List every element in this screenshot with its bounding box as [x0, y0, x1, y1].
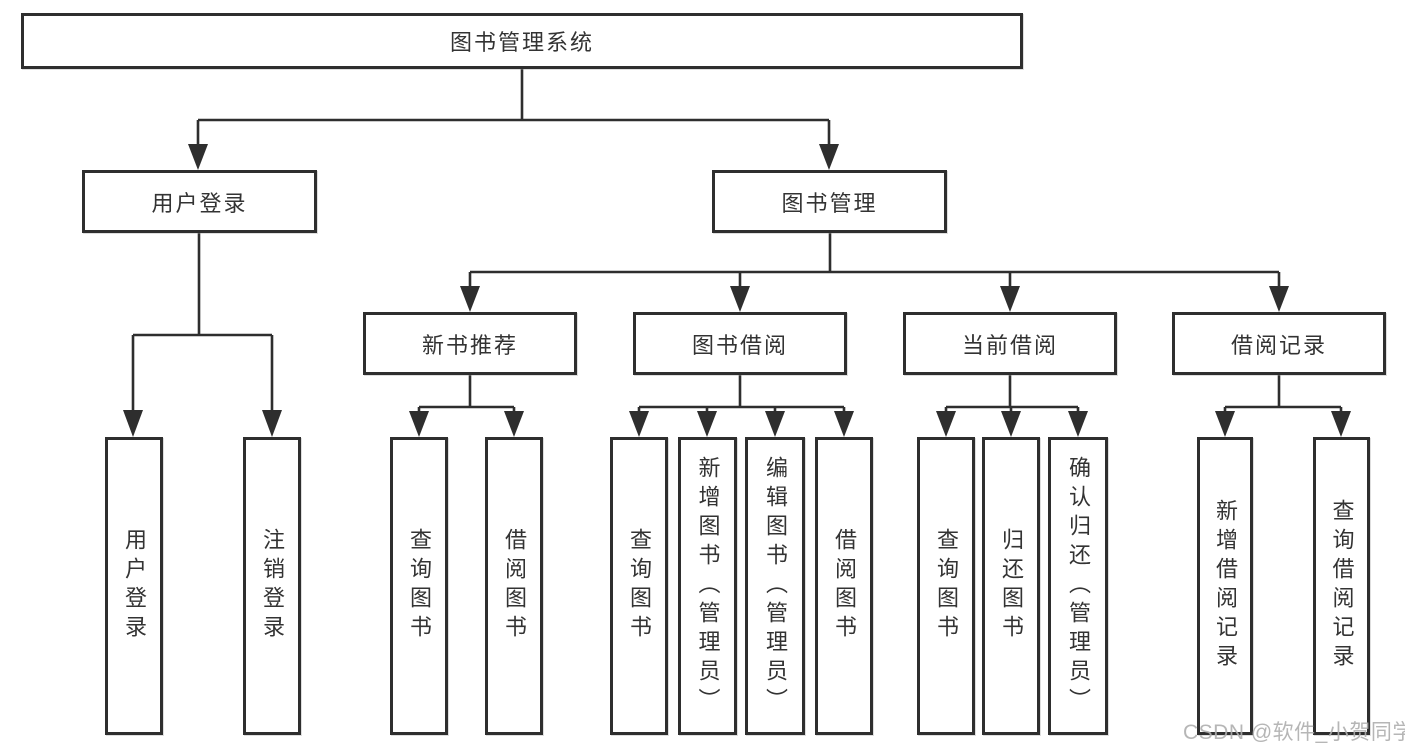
- leaf-records-add-record-label: 新增借阅记录: [1213, 499, 1238, 673]
- connector-login-to-leaves: [131, 233, 274, 413]
- connector-recommend-to-leaves: [417, 375, 516, 414]
- node-borrowing-records-label: 借阅记录: [1230, 332, 1327, 358]
- node-root-system: 图书管理系统: [21, 13, 1023, 69]
- leaf-borrow-edit-books-admin: 编辑图书（管理员）: [745, 437, 805, 735]
- leaf-current-query-books: 查询图书: [917, 437, 975, 735]
- leaf-recommend-borrow-books-label: 借阅图书: [502, 528, 527, 644]
- leaf-recommend-borrow-books: 借阅图书: [485, 437, 543, 735]
- leaf-current-confirm-return-admin: 确认归还（管理员）: [1048, 437, 1108, 735]
- leaf-recommend-query-books: 查询图书: [390, 437, 448, 735]
- node-book-management-label: 图书管理: [781, 190, 878, 216]
- leaf-logout-label: 注销登录: [260, 528, 285, 644]
- leaf-recommend-query-books-label: 查询图书: [407, 528, 432, 644]
- node-user-login: 用户登录: [82, 170, 317, 233]
- leaf-current-confirm-return-admin-label: 确认归还（管理员）: [1066, 455, 1091, 717]
- connector-records-to-leaves: [1223, 375, 1343, 414]
- leaf-records-add-record: 新增借阅记录: [1197, 437, 1253, 735]
- leaf-user-login: 用户登录: [105, 437, 163, 735]
- node-book-management: 图书管理: [712, 170, 947, 233]
- leaf-borrow-borrow-books-label: 借阅图书: [832, 528, 857, 644]
- leaf-borrow-edit-books-admin-label: 编辑图书（管理员）: [763, 455, 788, 717]
- leaf-borrow-borrow-books: 借阅图书: [815, 437, 873, 735]
- leaf-borrow-add-books-admin-label: 新增图书（管理员）: [695, 455, 721, 717]
- node-current-borrowing-label: 当前借阅: [961, 332, 1058, 358]
- leaf-borrow-query-books: 查询图书: [610, 437, 668, 735]
- leaf-records-query-record-label: 查询借阅记录: [1329, 499, 1355, 673]
- connector-borrow-to-leaves: [637, 375, 846, 414]
- leaf-logout: 注销登录: [243, 437, 301, 735]
- connector-manage-to-level3: [468, 233, 1281, 288]
- node-book-borrowing-label: 图书借阅: [691, 332, 788, 358]
- node-new-book-recommend: 新书推荐: [363, 312, 577, 375]
- node-book-borrowing: 图书借阅: [633, 312, 847, 375]
- node-new-book-recommend-label: 新书推荐: [421, 332, 518, 358]
- node-borrowing-records: 借阅记录: [1172, 312, 1386, 375]
- connector-root-to-level2: [196, 69, 831, 146]
- node-user-login-label: 用户登录: [151, 190, 248, 216]
- leaf-borrow-query-books-label: 查询图书: [627, 528, 652, 644]
- node-current-borrowing: 当前借阅: [903, 312, 1117, 375]
- leaf-current-return-books: 归还图书: [982, 437, 1040, 735]
- leaf-records-query-record: 查询借阅记录: [1313, 437, 1370, 735]
- leaf-borrow-add-books-admin: 新增图书（管理员）: [678, 437, 737, 735]
- leaf-user-login-label: 用户登录: [122, 528, 147, 644]
- arrowheads: [123, 144, 1351, 437]
- node-root-label: 图书管理系统: [449, 30, 594, 55]
- leaf-current-return-books-label: 归还图书: [999, 528, 1024, 644]
- csdn-watermark: CSDN @软件_小贺同学: [1183, 721, 1405, 744]
- connector-current-to-leaves: [944, 375, 1080, 414]
- leaf-current-query-books-label: 查询图书: [934, 528, 959, 644]
